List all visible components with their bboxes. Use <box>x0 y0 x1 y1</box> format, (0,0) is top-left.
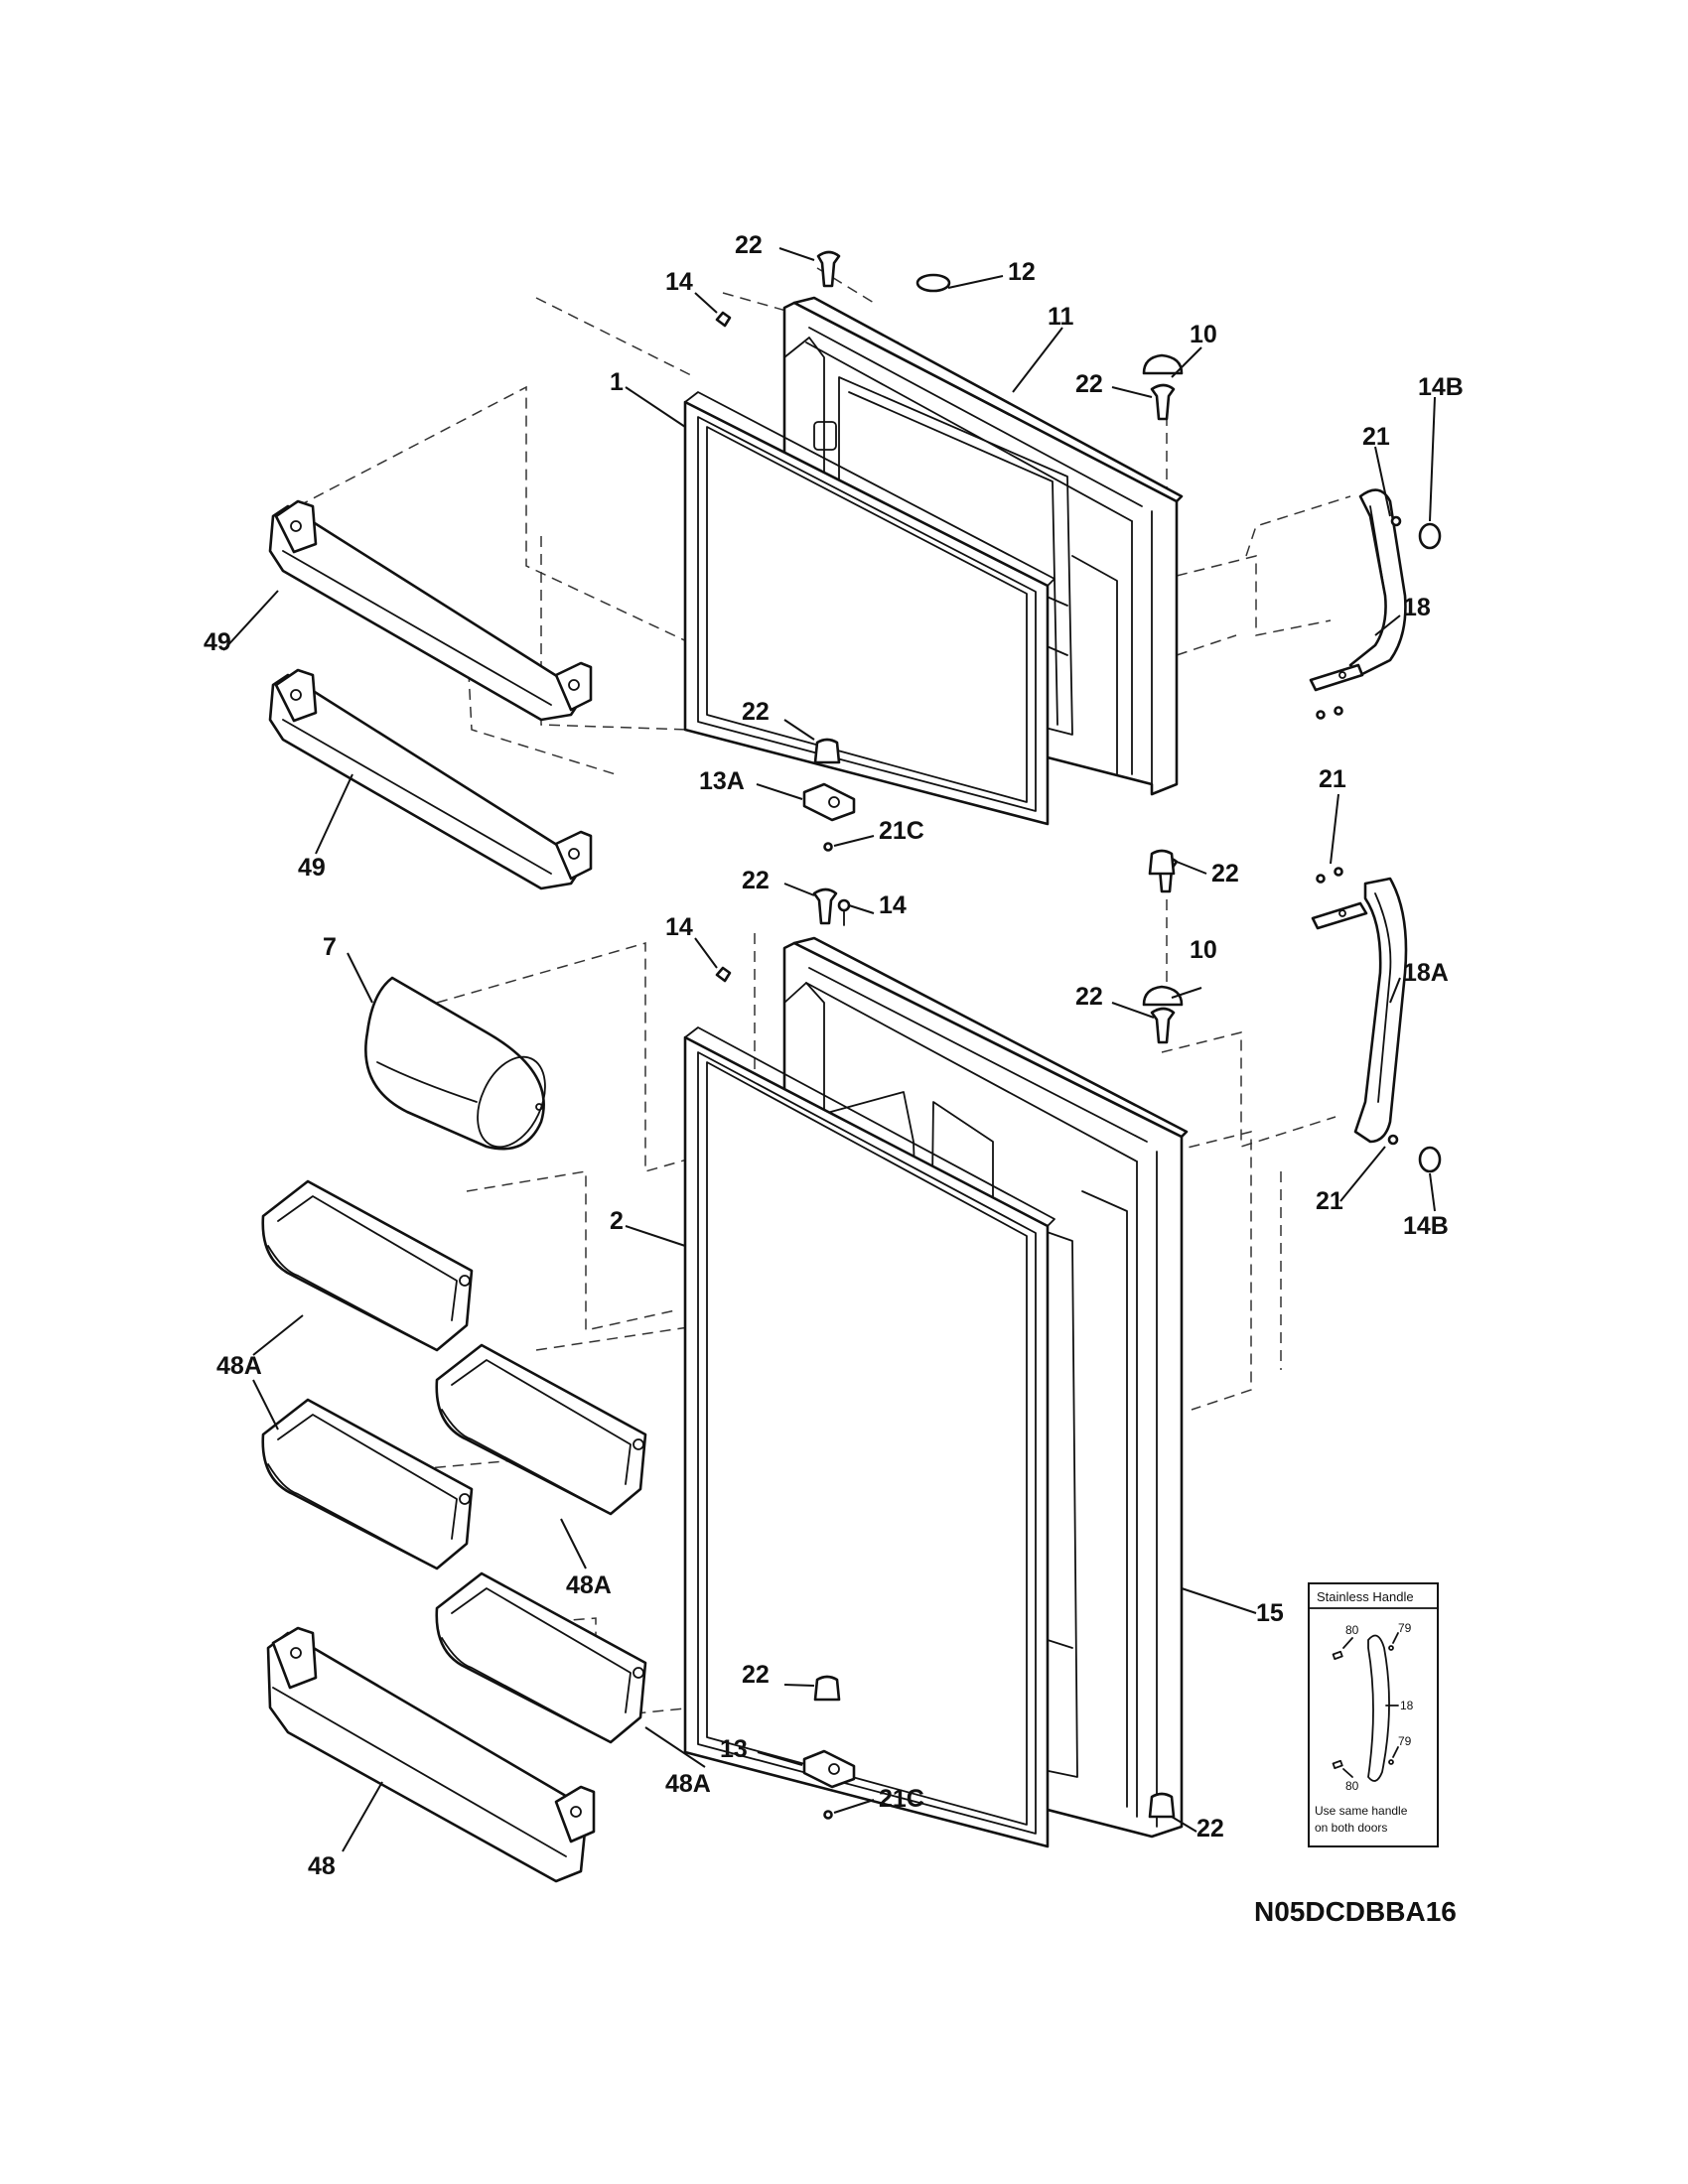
hardware-parts <box>715 250 1442 1820</box>
callout-22: 22 <box>742 867 770 894</box>
callout-22: 22 <box>1196 1815 1224 1843</box>
inset-note-line2: on both doors <box>1315 1821 1387 1835</box>
callout-12: 12 <box>1008 258 1036 286</box>
door-bin-48A-right <box>435 1343 647 1516</box>
callout-15: 15 <box>1256 1599 1284 1627</box>
callout-22: 22 <box>1211 860 1239 887</box>
callout-10: 10 <box>1190 321 1217 348</box>
callout-22: 22 <box>742 1661 770 1689</box>
inset-label-18: 18 <box>1400 1699 1414 1712</box>
callout-labels: 22 12 14 11 10 22 1 21 14B 18 49 49 22 1… <box>204 231 1464 1880</box>
door-bin-48A-upper-left <box>261 1179 474 1352</box>
callout-48A: 48A <box>566 1571 612 1599</box>
door-bin-48A-bottom <box>435 1571 647 1744</box>
callout-14: 14 <box>665 268 693 296</box>
callout-48A: 48A <box>665 1770 711 1798</box>
stainless-handle-inset: Stainless Handle 80 79 18 79 80 Use same… <box>1308 1582 1439 1847</box>
callout-13: 13 <box>720 1735 748 1763</box>
door-shelf-48 <box>266 1626 596 1883</box>
egg-bin-7 <box>364 976 546 1151</box>
handle-18A <box>1311 877 1408 1144</box>
callout-14B: 14B <box>1418 373 1464 401</box>
callout-22: 22 <box>735 231 763 259</box>
callout-48A: 48A <box>216 1352 262 1380</box>
inset-label-79-top: 79 <box>1398 1621 1412 1635</box>
inset-label-80-bottom: 80 <box>1345 1779 1359 1793</box>
handle-18 <box>1309 488 1407 692</box>
callout-13A: 13A <box>699 767 745 795</box>
callout-21: 21 <box>1362 423 1390 451</box>
callout-leader-lines <box>222 247 1436 1852</box>
callout-21C: 21C <box>879 817 924 845</box>
callout-48: 48 <box>308 1852 336 1880</box>
fresh-food-gasket-2 <box>683 1026 1055 1848</box>
callout-21C: 21C <box>879 1785 924 1813</box>
callout-10: 10 <box>1190 936 1217 964</box>
callout-7: 7 <box>323 933 337 961</box>
callout-2: 2 <box>610 1207 624 1235</box>
freezer-gasket-1 <box>683 391 1055 826</box>
callout-18: 18 <box>1403 594 1431 621</box>
callout-21: 21 <box>1316 1187 1343 1215</box>
inset-label-79-bottom: 79 <box>1398 1734 1412 1748</box>
callout-22: 22 <box>1075 370 1103 398</box>
callout-49: 49 <box>298 854 326 882</box>
callout-22: 22 <box>742 698 770 726</box>
callout-49: 49 <box>204 628 231 656</box>
door-shelf-49-upper <box>268 499 593 722</box>
diagram-code: N05DCDBBA16 <box>1254 1896 1457 1927</box>
inset-title: Stainless Handle <box>1317 1589 1414 1604</box>
inset-note-line1: Use same handle <box>1315 1804 1408 1818</box>
callout-14B: 14B <box>1403 1212 1449 1240</box>
callout-18A: 18A <box>1403 959 1449 987</box>
callout-21: 21 <box>1319 765 1346 793</box>
callout-1: 1 <box>610 368 624 396</box>
door-bin-48A-lower-left <box>261 1398 474 1570</box>
inset-label-80-top: 80 <box>1345 1623 1359 1637</box>
callout-22: 22 <box>1075 983 1103 1011</box>
door-shelf-49-lower <box>268 668 593 890</box>
callout-14: 14 <box>665 913 693 941</box>
callout-11: 11 <box>1048 303 1074 331</box>
callout-14: 14 <box>879 891 907 919</box>
